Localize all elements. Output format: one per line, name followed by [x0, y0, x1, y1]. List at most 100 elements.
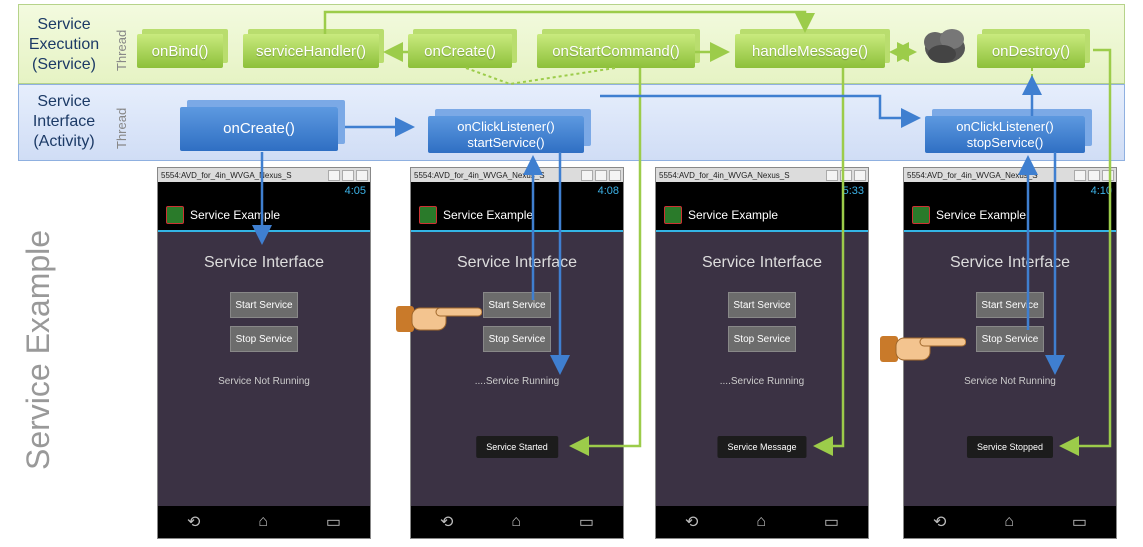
maximize-icon[interactable]	[595, 169, 607, 181]
status-bar: 4:10	[904, 182, 1116, 200]
service-layer-label: Service Execution (Service)	[19, 15, 109, 75]
app-icon	[419, 206, 437, 224]
service-status-text: Service Not Running	[964, 376, 1056, 387]
start-service-button[interactable]: Start Service	[483, 292, 551, 318]
stop-service-call-label: stopService()	[966, 134, 1044, 150]
emulator-window-title: 5554:AVD_for_4in_WVGA_Nexus_S	[414, 170, 545, 180]
emulator-window-title: 5554:AVD_for_4in_WVGA_Nexus_S	[659, 170, 790, 180]
screen-heading: Service Interface	[949, 254, 1071, 271]
close-icon[interactable]	[854, 169, 866, 181]
activity-oncreate-box: onCreate()	[180, 107, 338, 151]
back-icon[interactable]: ⟲	[186, 514, 201, 531]
nav-bar: ⟲ ⌂ ▭	[656, 506, 868, 538]
service-onstartcommand-box: onStartCommand()	[537, 34, 695, 68]
nav-bar: ⟲ ⌂ ▭	[904, 506, 1116, 538]
screen-heading: Service Interface	[701, 254, 823, 271]
action-bar: Service Example	[158, 200, 370, 232]
minimize-icon[interactable]	[1074, 169, 1086, 181]
app-title: Service Example	[936, 208, 1027, 222]
start-service-button[interactable]: Start Service	[230, 292, 298, 318]
status-clock: 5:33	[842, 185, 864, 197]
status-clock: 4:05	[344, 185, 366, 197]
emulator-window-bar: 5554:AVD_for_4in_WVGA_Nexus_S	[904, 168, 1116, 182]
service-layer-label-line1: Service	[37, 16, 91, 33]
app-icon	[664, 206, 682, 224]
nav-bar: ⟲ ⌂ ▭	[158, 506, 370, 538]
app-icon	[166, 206, 184, 224]
phone-screen-initial: 5554:AVD_for_4in_WVGA_Nexus_S 4:05 Servi…	[157, 167, 371, 539]
activity-start-listener-box: onClickListener() startService()	[428, 116, 584, 153]
nav-bar: ⟲ ⌂ ▭	[411, 506, 623, 538]
app-title: Service Example	[688, 208, 779, 222]
action-bar: Service Example	[411, 200, 623, 232]
start-service-button[interactable]: Start Service	[976, 292, 1044, 318]
status-clock: 4:10	[1090, 185, 1112, 197]
back-icon[interactable]: ⟲	[439, 514, 454, 531]
service-onbind-box: onBind()	[137, 34, 223, 68]
start-service-button[interactable]: Start Service	[728, 292, 796, 318]
action-bar: Service Example	[904, 200, 1116, 232]
start-service-call-label: startService()	[467, 134, 545, 150]
maximize-icon[interactable]	[1088, 169, 1100, 181]
activity-stop-listener-box: onClickListener() stopService()	[925, 116, 1085, 153]
stop-service-button[interactable]: Stop Service	[230, 326, 298, 352]
interface-layer-label-line1: Service	[37, 93, 91, 110]
maximize-icon[interactable]	[840, 169, 852, 181]
pointing-hand-icon	[396, 306, 482, 332]
status-bar: 4:08	[411, 182, 623, 200]
back-icon[interactable]: ⟲	[684, 514, 699, 531]
service-status-text: ....Service Running	[474, 376, 560, 387]
home-icon[interactable]: ⌂	[258, 513, 268, 530]
toast-message: Service Stopped	[966, 436, 1054, 458]
close-icon[interactable]	[1102, 169, 1114, 181]
app-title: Service Example	[443, 208, 534, 222]
back-icon[interactable]: ⟲	[932, 514, 947, 531]
pointing-hand-icon	[880, 336, 966, 362]
maximize-icon[interactable]	[342, 169, 354, 181]
service-status-text: ....Service Running	[719, 376, 805, 387]
interface-layer-label-line2: Interface	[32, 113, 96, 130]
status-bar: 4:05	[158, 182, 370, 200]
emulator-window-title: 5554:AVD_for_4in_WVGA_Nexus_S	[907, 170, 1038, 180]
recents-icon[interactable]: ▭	[1071, 514, 1087, 531]
app-title: Service Example	[190, 208, 281, 222]
home-icon[interactable]: ⌂	[1004, 513, 1014, 530]
recents-icon[interactable]: ▭	[325, 514, 341, 531]
emulator-window-bar: 5554:AVD_for_4in_WVGA_Nexus_S	[158, 168, 370, 182]
service-layer-label-line3: (Service)	[31, 56, 96, 73]
service-handlemessage-box: handleMessage()	[735, 34, 885, 68]
home-icon[interactable]: ⌂	[511, 513, 521, 530]
recents-icon[interactable]: ▭	[578, 514, 594, 531]
phone-screen-message: 5554:AVD_for_4in_WVGA_Nexus_S 5:33 Servi…	[655, 167, 869, 539]
minimize-icon[interactable]	[328, 169, 340, 181]
service-servicehandler-box: serviceHandler()	[243, 34, 379, 68]
stop-service-button[interactable]: Stop Service	[976, 326, 1044, 352]
close-icon[interactable]	[356, 169, 368, 181]
status-clock: 4:08	[597, 185, 619, 197]
stop-service-button[interactable]: Stop Service	[483, 326, 551, 352]
service-layer-label-line2: Execution	[28, 36, 100, 53]
close-icon[interactable]	[609, 169, 621, 181]
screen-heading: Service Interface	[203, 254, 325, 271]
service-oncreate-box: onCreate()	[408, 34, 512, 68]
emulator-window-bar: 5554:AVD_for_4in_WVGA_Nexus_S	[411, 168, 623, 182]
minimize-icon[interactable]	[581, 169, 593, 181]
screen-heading: Service Interface	[456, 254, 578, 271]
status-bar: 5:33	[656, 182, 868, 200]
start-listener-label: onClickListener()	[457, 118, 555, 134]
emulator-window-title: 5554:AVD_for_4in_WVGA_Nexus_S	[161, 170, 292, 180]
cloud-icon	[924, 29, 965, 63]
home-icon[interactable]: ⌂	[756, 513, 766, 530]
activity-oncreate-label: onCreate()	[223, 120, 295, 137]
app-icon	[912, 206, 930, 224]
toast-message: Service Started	[476, 436, 558, 458]
emulator-window-bar: 5554:AVD_for_4in_WVGA_Nexus_S	[656, 168, 868, 182]
service-status-text: Service Not Running	[218, 376, 310, 387]
stop-service-button[interactable]: Stop Service	[728, 326, 796, 352]
minimize-icon[interactable]	[826, 169, 838, 181]
recents-icon[interactable]: ▭	[823, 514, 839, 531]
stop-listener-label: onClickListener()	[956, 118, 1054, 134]
action-bar: Service Example	[656, 200, 868, 232]
interface-layer-label: Service Interface (Activity)	[19, 92, 109, 152]
